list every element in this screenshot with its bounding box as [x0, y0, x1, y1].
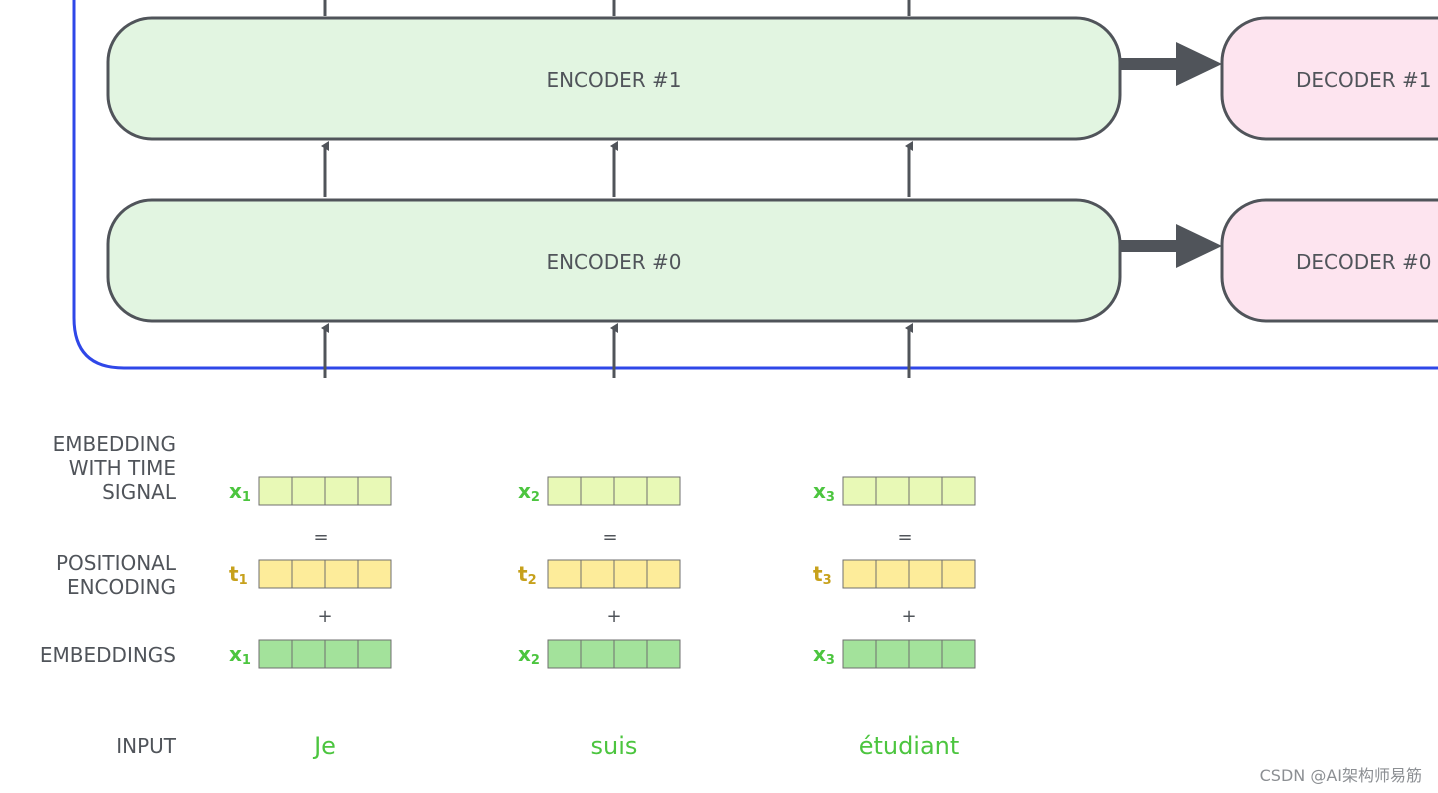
decoder-1-block [1220, 16, 1438, 141]
embedding-vector-cell [547, 639, 582, 669]
positional-vector-cell [613, 559, 648, 589]
encoder0-to-encoder1-arrows [321, 141, 913, 197]
positional-vector-cell [291, 559, 326, 589]
positional-vector-cell [580, 559, 615, 589]
time-signal-vector-cell [547, 476, 582, 506]
embedding-vector-cell [613, 639, 648, 669]
encoder-1-label: ENCODER #1 [546, 68, 681, 92]
plus-sign: + [317, 606, 332, 627]
watermark: CSDN @AI架构师易筋 [1260, 766, 1422, 785]
embedding-vector-cell [646, 639, 681, 669]
positional-vector-label: t2 [518, 562, 537, 588]
positional-vector-label: t3 [813, 562, 832, 588]
embedding-vector-cell [357, 639, 392, 669]
input-to-encoder0-arrows [321, 323, 913, 378]
embedding-vector-cell [842, 639, 877, 669]
encoder-0-label: ENCODER #0 [546, 250, 681, 274]
encoder-1-block [106, 16, 1122, 141]
label-embedding-with-time-signal-3: SIGNAL [102, 480, 177, 504]
time-signal-vector-cell [646, 476, 681, 506]
positional-vector-cell [908, 559, 943, 589]
positional-vector-cell [941, 559, 976, 589]
label-input: INPUT [116, 734, 177, 758]
embedding-vector-label: x2 [518, 642, 540, 668]
time-signal-vector-cell [842, 476, 877, 506]
time-signal-vector-label: x2 [518, 479, 540, 505]
positional-vector-cell [842, 559, 877, 589]
embedding-vector-cell [875, 639, 910, 669]
time-signal-vector-cell [357, 476, 392, 506]
positional-vector-cell [646, 559, 681, 589]
time-signal-vector-cell [941, 476, 976, 506]
positional-vector-cell [258, 559, 293, 589]
decoder-0-label: DECODER #0 [1296, 250, 1432, 274]
equals-sign: = [602, 527, 617, 548]
time-signal-vector-label: x1 [229, 479, 251, 505]
positional-vector-label: t1 [229, 562, 248, 588]
encoder-to-decoder-arrows [1121, 42, 1222, 268]
embedding-vector-cell [258, 639, 293, 669]
positional-vector-cell [875, 559, 910, 589]
equals-sign: = [313, 527, 328, 548]
time-signal-vector-cell [258, 476, 293, 506]
encoder-0-block [106, 198, 1122, 323]
embedding-vector-cell [324, 639, 359, 669]
positional-vector-cell [357, 559, 392, 589]
time-signal-vector-cell [291, 476, 326, 506]
input-word: Je [312, 732, 336, 760]
embedding-vector-cell [291, 639, 326, 669]
embedding-vector-cell [941, 639, 976, 669]
time-signal-vector-cell [908, 476, 943, 506]
token-columns: x1 t1 x1 = + Je x2 t2 x2 = + suis x3 t3 x3 = + étudiant [229, 476, 976, 760]
decoder-1-label: DECODER #1 [1296, 68, 1432, 92]
time-signal-vector-cell [875, 476, 910, 506]
embedding-vector-label: x3 [813, 642, 835, 668]
time-signal-vector-cell [613, 476, 648, 506]
token-column-2: x2 t2 x2 = + suis [518, 476, 681, 760]
input-word: suis [591, 732, 638, 760]
row-labels: EMBEDDING WITH TIME SIGNAL POSITIONAL EN… [40, 432, 177, 758]
positional-vector-cell [324, 559, 359, 589]
plus-sign: + [606, 606, 621, 627]
label-positional-encoding-2: ENCODING [67, 575, 176, 599]
label-positional-encoding-1: POSITIONAL [56, 551, 177, 575]
encoder-decoder-frame [72, 0, 1438, 370]
token-column-3: x3 t3 x3 = + étudiant [813, 476, 976, 760]
time-signal-vector-label: x3 [813, 479, 835, 505]
plus-sign: + [901, 606, 916, 627]
equals-sign: = [897, 527, 912, 548]
top-connectors [323, 0, 911, 16]
input-word: étudiant [859, 732, 960, 760]
decoder-0-block [1220, 198, 1438, 323]
label-embedding-with-time-signal-2: WITH TIME [69, 456, 176, 480]
label-embeddings: EMBEDDINGS [40, 643, 176, 667]
label-embedding-with-time-signal-1: EMBEDDING [53, 432, 176, 456]
embedding-vector-label: x1 [229, 642, 251, 668]
time-signal-vector-cell [580, 476, 615, 506]
time-signal-vector-cell [324, 476, 359, 506]
embedding-vector-cell [580, 639, 615, 669]
positional-vector-cell [547, 559, 582, 589]
embedding-vector-cell [908, 639, 943, 669]
token-column-1: x1 t1 x1 = + Je [229, 476, 392, 760]
